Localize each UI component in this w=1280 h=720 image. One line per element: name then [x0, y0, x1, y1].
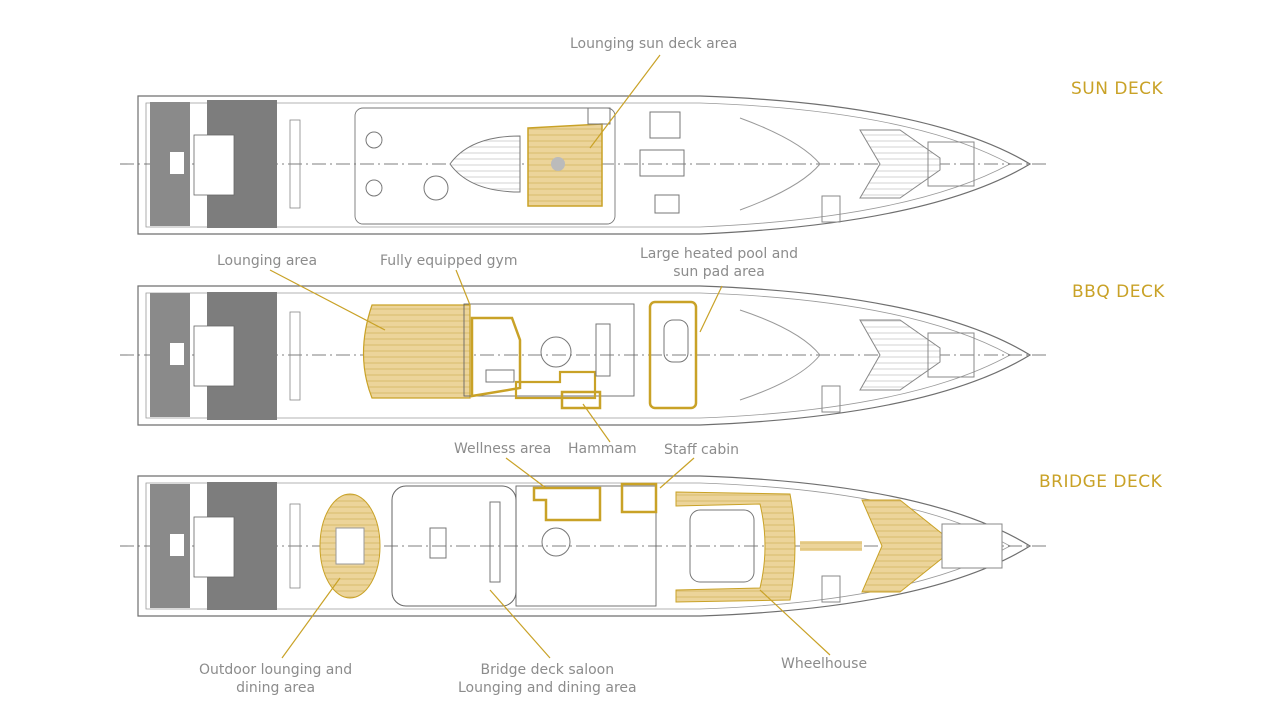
leader-outdoor — [281, 577, 341, 659]
callout-lounging-sun: Lounging sun deck area — [570, 36, 738, 52]
leader-wheelhouse — [759, 589, 831, 656]
hammam-outline — [560, 390, 602, 410]
wheelhouse-area — [675, 491, 796, 603]
sun-deck-title: SUN DECK — [1071, 79, 1164, 99]
callout-saloon-line1: Bridge deck saloon — [480, 662, 615, 678]
bbq-deck-title: BBQ DECK — [1072, 282, 1165, 302]
callout-wellness: Wellness area — [454, 441, 552, 457]
leader-lounging-area — [269, 269, 386, 331]
callout-gym: Fully equipped gym — [380, 253, 518, 269]
bbq-deck-hull — [137, 285, 1032, 426]
callout-staff-cabin: Staff cabin — [664, 442, 739, 458]
callout-hammam: Hammam — [568, 441, 637, 457]
leader-wellness — [505, 457, 547, 489]
gym-outline — [470, 316, 522, 398]
bbq-deck-plan — [120, 285, 1048, 426]
staff-cabin-outline — [620, 482, 658, 514]
leader-hammam — [582, 403, 611, 443]
leader-saloon — [489, 589, 551, 659]
leader-pool — [699, 285, 723, 333]
wellness-outline-bbq — [514, 370, 597, 400]
callout-outdoor-line2: dining area — [236, 680, 316, 696]
callout-wheelhouse: Wheelhouse — [781, 656, 868, 672]
pool-outline — [648, 300, 698, 410]
sun-deck-lounging-area — [527, 123, 603, 207]
callout-outdoor: Outdoor lounging and dining area — [199, 661, 352, 697]
bridge-deck-plan — [120, 475, 1048, 617]
callout-saloon: Bridge deck saloon Lounging and dining a… — [458, 661, 637, 697]
bridge-deck-title: BRIDGE DECK — [1039, 472, 1163, 492]
callout-pool-line1: Large heated pool and — [640, 246, 799, 262]
callout-outdoor-line1: Outdoor lounging and — [199, 662, 353, 678]
wellness-outline-bridge — [532, 486, 602, 522]
bbq-deck-lounging-area — [362, 304, 471, 399]
leader-gym — [455, 269, 471, 306]
leader-lounging-sun — [589, 54, 661, 149]
leader-staff-cabin — [659, 457, 695, 489]
callout-saloon-line2: Lounging and dining area — [458, 680, 637, 696]
leader-lines — [269, 54, 831, 659]
callout-pool: Large heated pool and sun pad area — [640, 245, 798, 281]
foredeck-area — [861, 499, 951, 593]
callout-lounging-area: Lounging area — [217, 253, 318, 269]
sun-deck-plan — [120, 95, 1048, 235]
callout-pool-line2: sun pad area — [673, 264, 765, 280]
